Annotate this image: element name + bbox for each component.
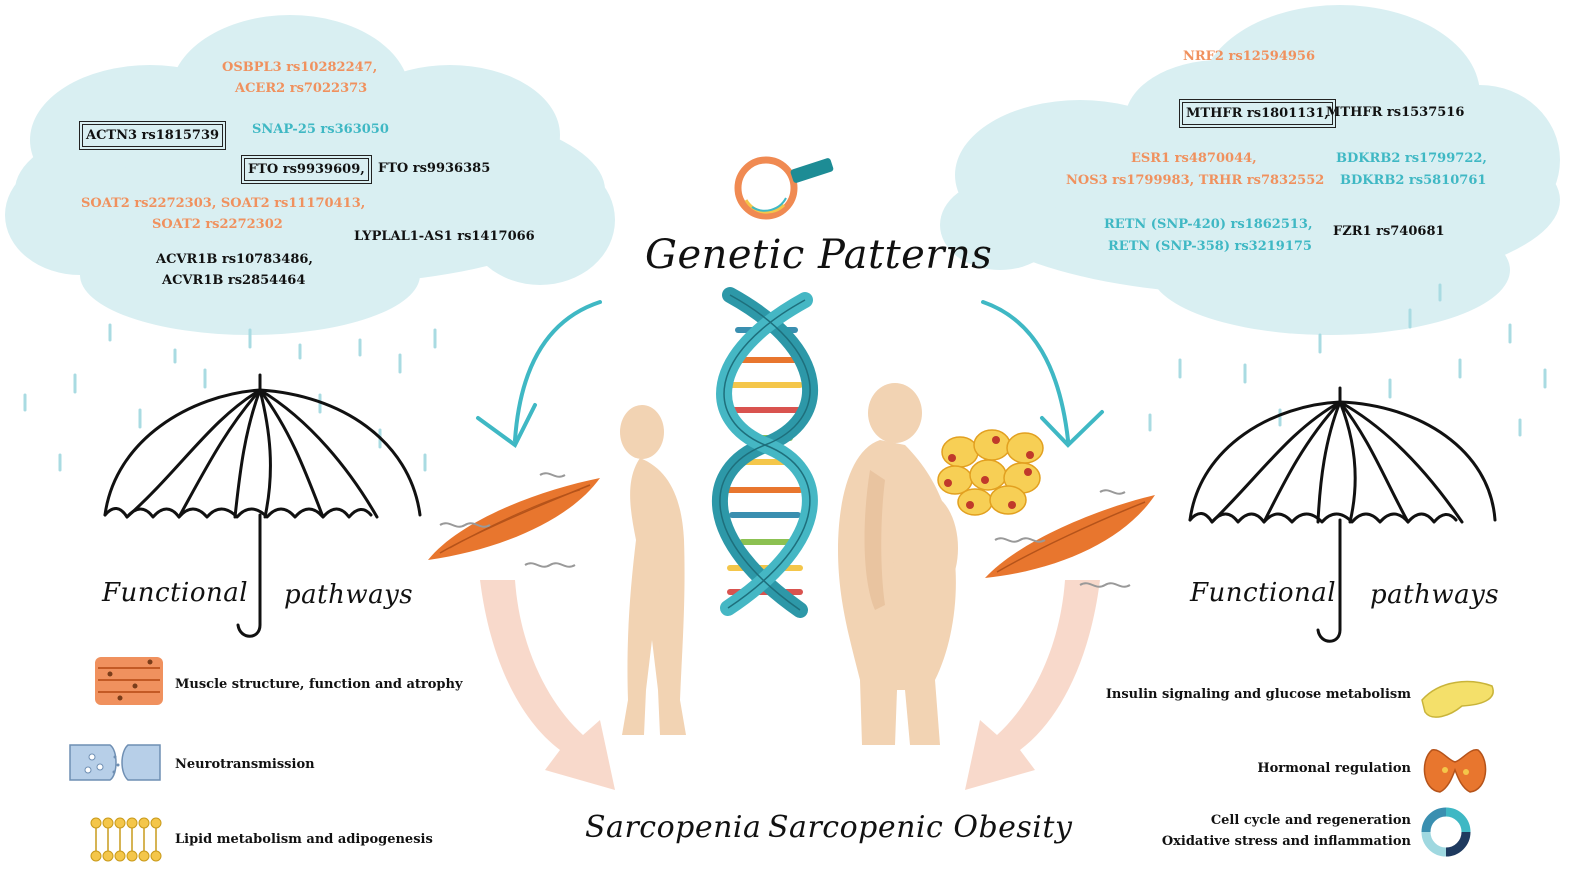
left-pathways-label-2: pathways (284, 580, 414, 610)
left-muscle-icon (428, 472, 600, 568)
legend-neuro: Neurotransmission (175, 757, 315, 772)
legend-cell-cycle: Cell cycle and regeneration (1210, 813, 1411, 828)
gene-lyplal1: LYPLAL1-AS1 rs1417066 (354, 229, 535, 244)
sarcopenia-person-icon (620, 405, 686, 735)
magnifier-icon (734, 156, 834, 220)
left-pathways-label-1: Functional (102, 578, 249, 608)
left-cloud (5, 15, 615, 335)
sarcopenia-label: Sarcopenia (585, 810, 762, 845)
gene-mthfr-b: MTHFR rs1537516 (1326, 105, 1465, 120)
gene-snap25: SNAP-25 rs363050 (252, 122, 389, 137)
right-cloud (940, 5, 1560, 335)
pink-arrow-left (480, 580, 615, 790)
legend-muscle: Muscle structure, function and atrophy (175, 677, 463, 692)
thyroid-icon (1423, 749, 1487, 793)
gene-osbpl3: OSBPL3 rs10282247, (222, 60, 378, 75)
right-muscle-icon (985, 489, 1155, 588)
lipid-bilayer-icon (90, 817, 162, 862)
gene-esr1: ESR1 rs4870044, (1131, 151, 1257, 166)
gene-bdkrb2-b: BDKRB2 rs5810761 (1340, 173, 1487, 188)
pink-arrow-right (965, 580, 1100, 790)
gene-soat2-a: SOAT2 rs2272303, SOAT2 rs11170413, (81, 196, 366, 211)
right-pathways-label-2: pathways (1370, 580, 1500, 610)
legend-lipid: Lipid metabolism and adipogenesis (175, 832, 433, 847)
gene-acvr1b-a: ACVR1B rs10783486, (156, 252, 313, 267)
sarcopenic-obesity-label: Sarcopenic Obesity (768, 810, 1073, 845)
muscle-tissue-icon (95, 657, 163, 705)
gene-mthfr-a: MTHFR rs1801131, (1179, 99, 1336, 128)
left-umbrella-icon (103, 373, 422, 638)
teal-arrow-right (981, 300, 1104, 448)
gene-fto-b: FTO rs9936385 (378, 161, 491, 176)
gene-actn3: ACTN3 rs1815739 (78, 121, 227, 150)
right-rain (1148, 283, 1547, 437)
gene-acvr1b-b: ACVR1B rs2854464 (162, 273, 306, 288)
legend-oxidative: Oxidative stress and inflammation (1161, 834, 1411, 849)
cycle-ring-icon (1421, 807, 1471, 857)
legend-hormonal: Hormonal regulation (1257, 761, 1411, 776)
gene-nrf2: NRF2 rs12594956 (1183, 49, 1316, 64)
gene-nos3-trhr: NOS3 rs1799983, TRHR rs7832552 (1066, 173, 1325, 188)
sarcopenic-obesity-person-icon (838, 383, 958, 745)
left-rain (23, 323, 437, 472)
gene-soat2-b: SOAT2 rs2272302 (152, 217, 283, 232)
dna-helix-icon (712, 287, 819, 618)
gene-bdkrb2-a: BDKRB2 rs1799722, (1336, 151, 1487, 166)
legend-insulin: Insulin signaling and glucose metabolism (1105, 687, 1411, 702)
pancreas-icon (1421, 680, 1494, 718)
synapse-icon (69, 744, 161, 781)
gene-retn-a: RETN (SNP-420) rs1862513, (1104, 217, 1313, 232)
gene-fzr1: FZR1 rs740681 (1333, 224, 1445, 239)
gene-retn-b: RETN (SNP-358) rs3219175 (1108, 239, 1312, 254)
right-pathways-label-1: Functional (1190, 578, 1337, 608)
gene-acer2: ACER2 rs7022373 (235, 81, 368, 96)
genetic-patterns-title: Genetic Patterns (645, 232, 993, 278)
teal-arrow-left (476, 300, 602, 449)
gene-fto-a: FTO rs9939609, (241, 155, 372, 184)
fat-cells-icon (937, 429, 1044, 516)
right-umbrella-icon (1188, 386, 1497, 643)
